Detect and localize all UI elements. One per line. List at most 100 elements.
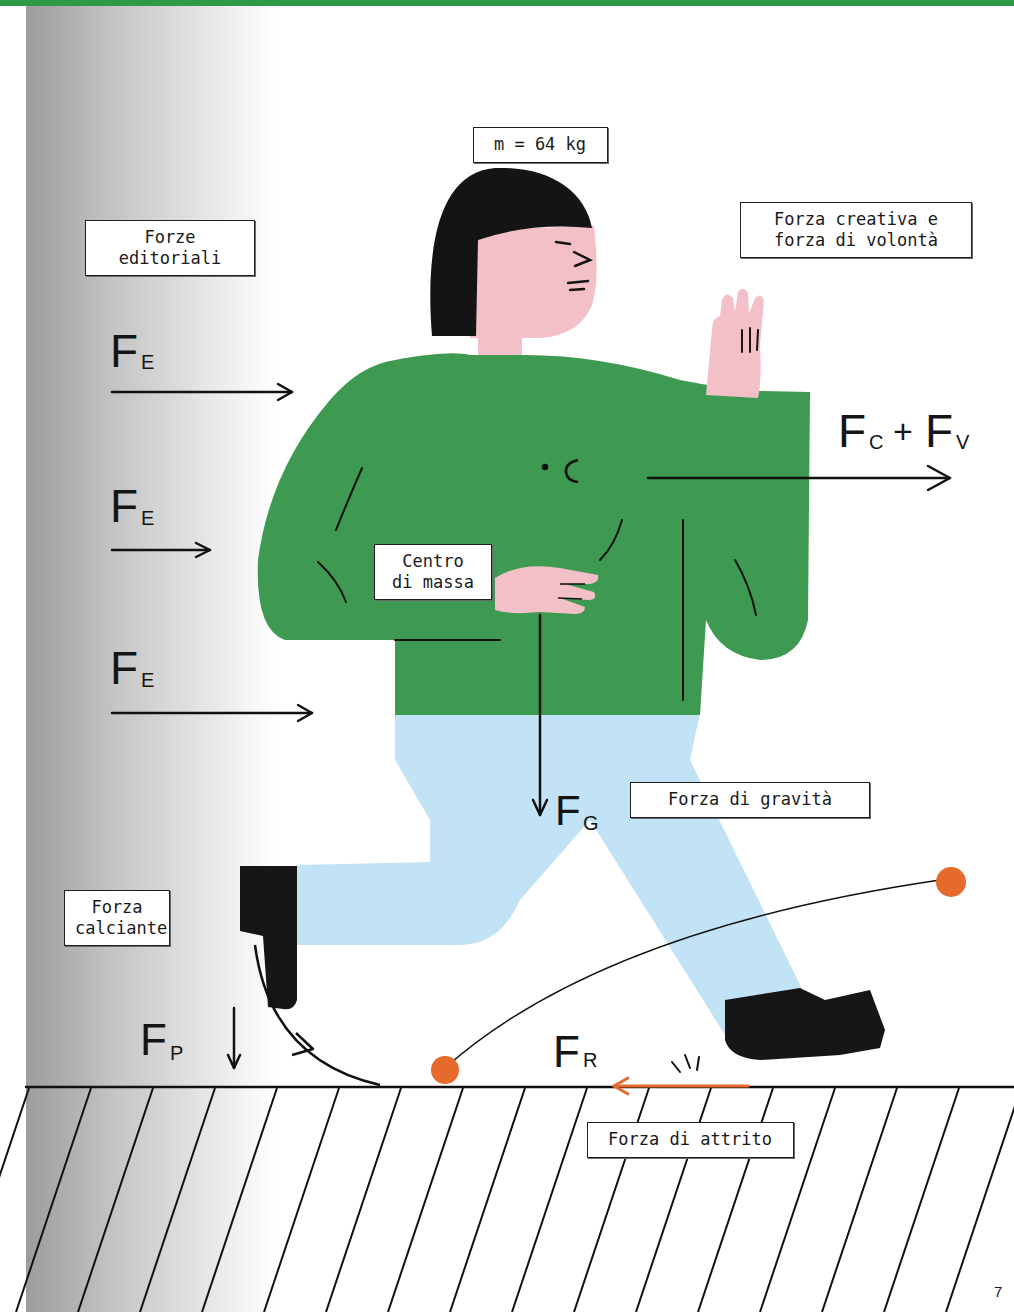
finger-line	[757, 330, 758, 350]
arrow-head	[614, 1078, 628, 1094]
hatch-line	[326, 1088, 401, 1312]
ground-line	[25, 1086, 1014, 1089]
impact-line	[685, 1055, 690, 1068]
force-arrows	[112, 384, 950, 1068]
hatch-line	[202, 1088, 277, 1312]
box-text: Forza creativa e forza di volontà	[751, 209, 961, 252]
force-symbol: F	[555, 790, 581, 832]
impact-lines	[672, 1055, 699, 1072]
mouth	[568, 281, 588, 290]
nose	[574, 252, 590, 266]
force-symbol: F	[110, 328, 138, 374]
arrow-head	[928, 466, 950, 490]
box-text: Centro di massa	[385, 551, 481, 594]
force-subscript: C	[869, 432, 883, 452]
force-arrow	[112, 712, 312, 715]
force-arrow	[233, 1008, 236, 1068]
page-number: 7	[994, 1284, 1002, 1299]
force-arrow	[648, 477, 950, 480]
force-subscript: E	[141, 352, 154, 372]
ball-trajectory	[445, 880, 940, 1068]
finger-line	[560, 583, 585, 585]
fold-line	[336, 468, 362, 530]
finger-line	[558, 598, 582, 599]
force-subscript: V	[956, 432, 969, 452]
trousers	[297, 713, 805, 1035]
hatch-line	[16, 1088, 91, 1312]
force-subscript: E	[141, 508, 154, 528]
friction-arrow	[614, 1078, 748, 1094]
sweater	[258, 353, 810, 715]
force-arrow	[539, 615, 542, 815]
fold-line	[735, 560, 756, 615]
arrow-head	[196, 543, 210, 557]
force-subscript: E	[141, 670, 154, 690]
finger-line	[749, 328, 751, 352]
ground-hatching	[0, 1088, 1014, 1312]
box-text: m = 64 kg	[484, 134, 597, 155]
label-box: Forza creativa e forza di volontà	[740, 202, 972, 259]
hatch-line	[946, 1088, 1014, 1312]
fold-line	[395, 639, 500, 641]
hatch-line	[388, 1088, 463, 1312]
hatch-line	[822, 1088, 897, 1312]
fold-line	[682, 520, 684, 700]
face	[470, 226, 597, 338]
box-text: Forza di gravità	[641, 789, 859, 810]
force-symbol: F	[925, 408, 953, 454]
belly-hand	[495, 566, 598, 614]
hatch-line	[512, 1088, 587, 1312]
raised-hand	[706, 289, 764, 398]
fold-line	[318, 562, 346, 602]
hatch-line	[140, 1088, 215, 1312]
hatch-line	[78, 1088, 153, 1312]
face-features	[556, 242, 590, 290]
force-symbol: F	[110, 483, 138, 529]
hand-lines	[558, 584, 585, 599]
sweater-folds	[318, 468, 756, 700]
plus-sign: +	[893, 414, 913, 448]
force-arrow	[614, 1085, 748, 1088]
box-text: Forza di attrito	[598, 1129, 783, 1150]
box-text: Forze editoriali	[96, 227, 244, 270]
box-text: Forza calciante	[75, 897, 159, 940]
label-box: Forza di attrito	[587, 1122, 794, 1157]
centre-dot	[542, 464, 548, 470]
finger-line	[741, 330, 743, 352]
hatch-line	[884, 1088, 959, 1312]
fold-line	[600, 520, 622, 560]
hatch-line	[264, 1088, 339, 1312]
label-box: m = 64 kg	[473, 127, 608, 162]
back-shoe	[240, 866, 297, 1009]
wall	[26, 6, 276, 1312]
label-box: Forze editoriali	[85, 220, 255, 277]
arrow-head	[292, 1033, 313, 1055]
hand-lines	[742, 328, 758, 352]
arrow-head	[533, 800, 547, 815]
arrow-head	[278, 384, 292, 400]
kick-path	[255, 945, 380, 1085]
impact-line	[697, 1057, 699, 1070]
label-box: Forza di gravità	[630, 782, 870, 817]
force-subscript: G	[583, 813, 599, 833]
label-box: Forza calciante	[64, 890, 170, 947]
force-arrow	[112, 391, 292, 394]
force-subscript: R	[583, 1050, 597, 1070]
force-arrow	[112, 549, 210, 552]
impact-line	[672, 1062, 680, 1072]
force-subscript: P	[170, 1043, 183, 1063]
hair	[430, 168, 592, 336]
force-symbol: F	[140, 1018, 167, 1062]
eye	[556, 242, 570, 244]
label-box: Centro di massa	[374, 544, 492, 601]
hatch-line	[450, 1088, 525, 1312]
front-shoe	[725, 988, 885, 1060]
force-symbol: F	[553, 1030, 580, 1074]
ball	[936, 867, 966, 897]
force-symbol: F	[110, 645, 138, 691]
ball	[431, 1056, 459, 1084]
hatch-line	[0, 1088, 29, 1312]
